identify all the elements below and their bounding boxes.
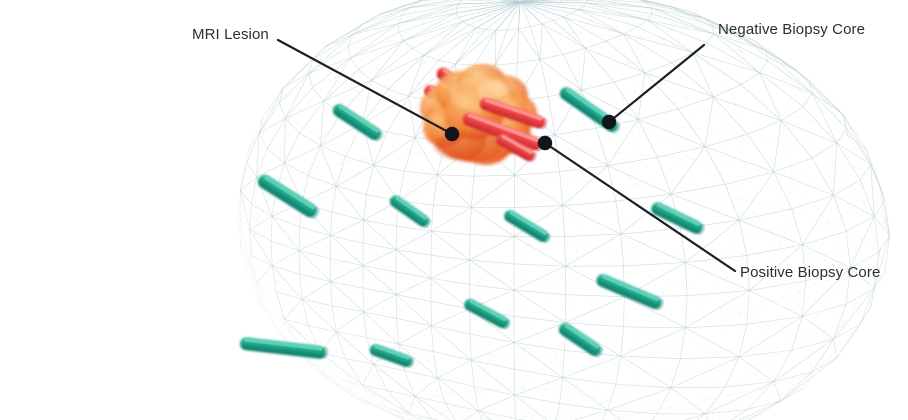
negative-biopsy-core-cylinder: [651, 202, 706, 236]
leader-line-mri-lesion: [276, 38, 454, 136]
negative-biopsy-core-cylinder: [332, 104, 384, 142]
leader-dot-positive-biopsy-core: [537, 135, 553, 151]
negative-biopsy-core-cylinder: [464, 298, 512, 330]
positive-biopsy-core-cylinder: [496, 133, 538, 163]
label-negative-biopsy-core: Negative Biopsy Core: [718, 21, 866, 38]
leader-dot-mri-lesion: [444, 126, 460, 142]
label-positive-biopsy-core: Positive Biopsy Core: [740, 264, 881, 281]
negative-biopsy-core-cylinder: [389, 195, 432, 229]
negative-biopsy-core-cylinder: [559, 87, 621, 134]
leader-line-positive-biopsy-core: [543, 141, 737, 273]
negative-biopsy-core-cylinder: [369, 344, 415, 368]
biopsy-cores-front: [462, 97, 548, 163]
prostate-capsule-mesh: [238, 0, 890, 420]
positive-biopsy-core-cylinder: [479, 97, 548, 130]
label-mri-lesion: MRI Lesion: [192, 26, 269, 43]
annotation-leader-lines: [276, 38, 737, 273]
negative-biopsy-core-cylinder: [596, 274, 665, 311]
leader-line-negative-biopsy-core: [607, 43, 706, 124]
negative-biopsy-core-cylinder: [257, 174, 320, 220]
negative-biopsy-core-cylinder: [239, 337, 329, 359]
leader-dot-negative-biopsy-core: [601, 114, 617, 130]
negative-biopsy-core-cylinder: [558, 323, 604, 358]
negative-biopsy-core-cylinder: [504, 210, 552, 244]
